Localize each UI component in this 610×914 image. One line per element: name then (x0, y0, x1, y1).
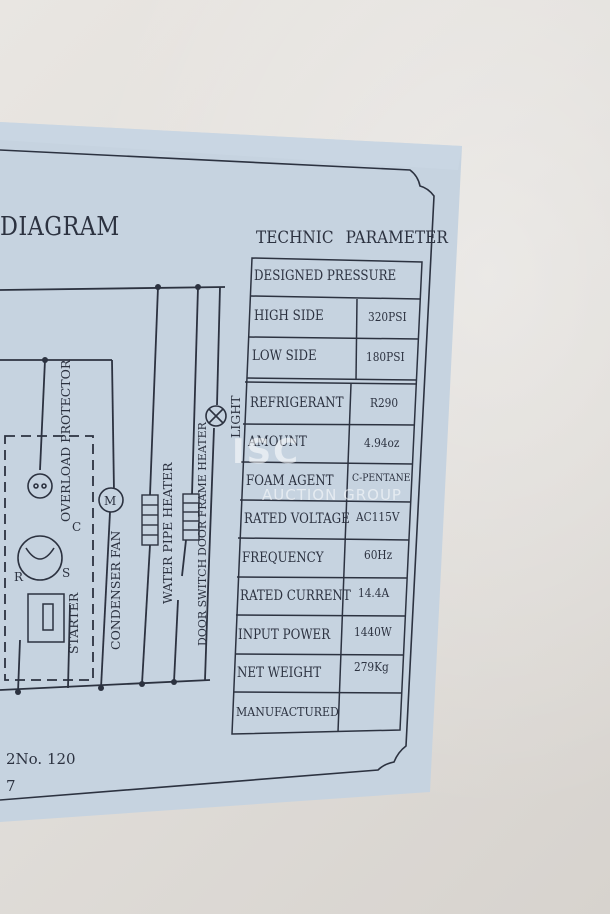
motor-letter: M (104, 494, 116, 508)
light-symbol (205, 405, 227, 427)
compressor-c-label: C (72, 520, 82, 534)
footer-line-1: 2No. 120 (6, 750, 76, 768)
water-pipe-heater-symbol (141, 494, 159, 546)
param-label: HIGH SIDE (254, 308, 324, 324)
param-label: FREQUENCY (242, 550, 324, 566)
param-value: C-PENTANE (352, 472, 411, 484)
overload-protector-label: OVERLOAD PROTECTOR (58, 359, 73, 522)
diagram-title: DIAGRAM (0, 212, 120, 242)
param-label: RATED CURRENT (240, 588, 351, 604)
designed-pressure-heading: DESIGNED PRESSURE (254, 268, 397, 284)
starter-label: STARTER (66, 592, 81, 654)
door-frame-heater-symbol (182, 493, 200, 541)
parameter-title: TECHNIC PARAMETER (256, 228, 448, 248)
condenser-fan-motor-symbol: M (98, 487, 124, 513)
door-switch-label: DOOR SWITCH (196, 558, 209, 646)
overload-protector-symbol (27, 473, 53, 499)
param-value: 320PSI (368, 310, 407, 324)
param-value: 60Hz (364, 548, 393, 562)
param-value: R290 (370, 396, 399, 410)
compressor-r-label: R (14, 570, 24, 584)
water-pipe-heater-label: WATER PIPE HEATER (160, 462, 175, 604)
param-value: AC115V (356, 510, 400, 524)
param-label: LOW SIDE (252, 348, 317, 364)
door-frame-heater-label: DOOR FRAME HEATER (196, 422, 209, 556)
footer-line-2: 7 (6, 777, 16, 795)
wiring-diagram (0, 286, 226, 693)
param-value: 180PSI (366, 350, 405, 364)
condenser-fan-label: CONDENSER FAN (108, 530, 123, 650)
param-label: FOAM AGENT (246, 473, 334, 489)
junction-dots (15, 284, 201, 695)
starter-symbol (27, 593, 65, 643)
auction-watermark-text: AUCTION GROUP (262, 486, 402, 504)
param-label: MANUFACTURED (236, 704, 339, 719)
parameter-table (231, 257, 423, 735)
param-label: REFRIGERANT (250, 395, 344, 411)
sticker-border (0, 149, 435, 801)
param-value: 1440W (354, 625, 392, 639)
param-label: RATED VOLTAGE (244, 511, 350, 527)
param-label: AMOUNT (248, 434, 307, 450)
compressor-symbol (17, 535, 63, 581)
param-value: 14.4A (358, 586, 390, 600)
compressor-s-label: S (62, 566, 71, 580)
param-value: 279Kg (354, 660, 389, 674)
auction-watermark-logo: ISC (232, 432, 301, 472)
param-value: 4.94oz (364, 436, 400, 450)
param-label: NET WEIGHT (237, 665, 322, 681)
param-label: INPUT POWER (238, 627, 331, 643)
